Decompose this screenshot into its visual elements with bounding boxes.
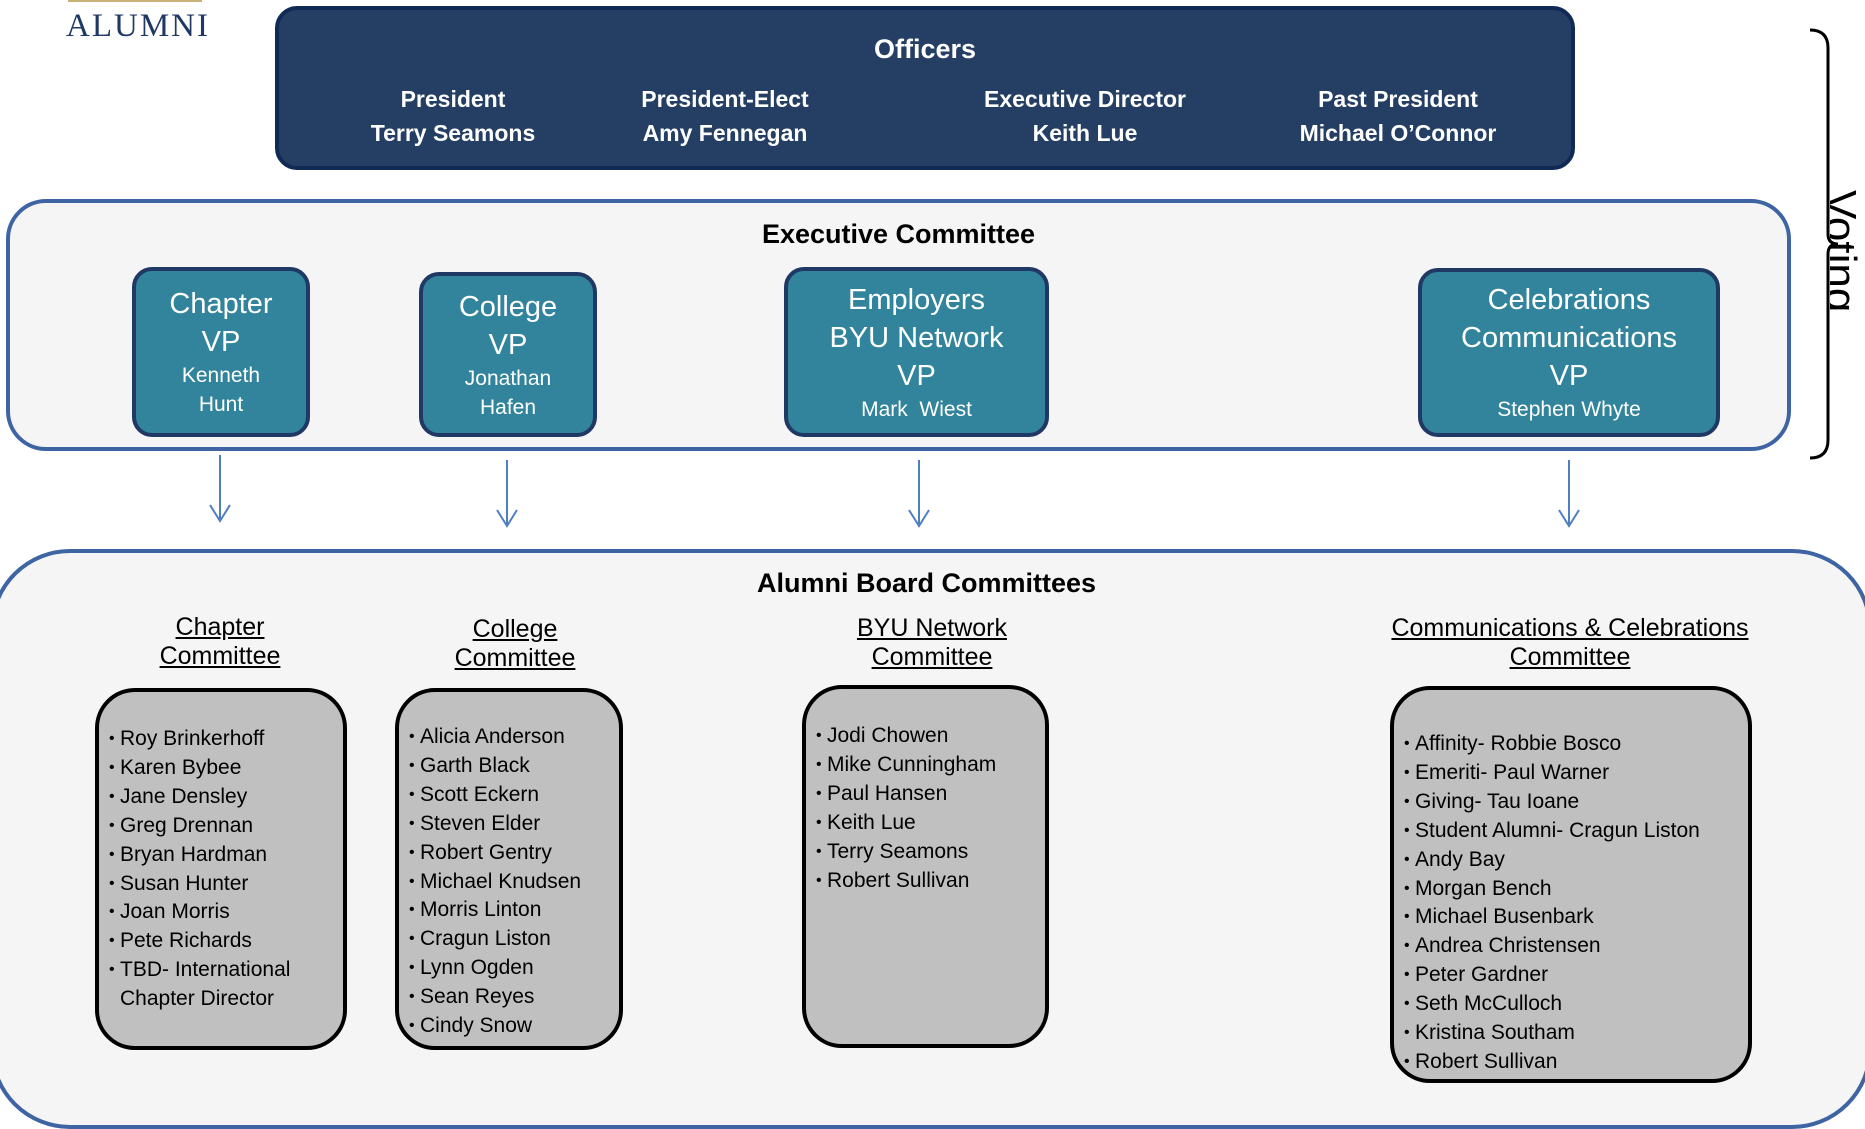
list-item: Greg Drennan (109, 812, 320, 841)
vp-card-celebrations: Celebrations Communications VP Stephen W… (1418, 268, 1720, 437)
list-item: Robert Sullivan (1404, 1048, 1700, 1077)
officer-name: Keith Lue (1032, 120, 1138, 146)
list-item: Peter Gardner (1404, 961, 1700, 990)
vp-title: VP (201, 326, 241, 358)
list-item: Jodi Chowen (816, 722, 996, 751)
vp-card-college: College VP Jonathan Hafen (419, 272, 597, 437)
officer-role: Past President (1318, 86, 1478, 112)
voting-label: Voting (1830, 190, 1865, 310)
list-item: Keith Lue (816, 809, 996, 838)
list-item: Emeriti- Paul Warner (1404, 759, 1700, 788)
officer-president: President Terry Seamons (323, 82, 583, 150)
officer-name: Amy Fennegan (642, 120, 808, 146)
committee-heading-byu-network: BYU Network Committee (832, 614, 1032, 672)
committee-heading-line: Committee (159, 642, 281, 670)
committee-heading-chapter: Chapter Committee (120, 613, 320, 671)
committee-heading-communications: Communications & Celebrations Committee (1370, 614, 1770, 672)
officer-president-elect: President-Elect Amy Fennegan (595, 82, 855, 150)
list-item: Giving- Tau Ioane (1404, 788, 1700, 817)
vp-title: VP (897, 359, 936, 392)
list-item: Joan Morris (109, 898, 320, 927)
vp-name: Hafen (479, 395, 537, 419)
vp-title: College (458, 290, 558, 323)
list-item: Jane Densley (109, 783, 320, 812)
committee-members-college: Alicia Anderson Garth Black Scott Eckern… (395, 688, 623, 1050)
list-item: Morgan Bench (1404, 875, 1700, 904)
committee-heading-line: BYU Network (856, 614, 1008, 642)
list-item: Paul Hansen (816, 780, 996, 809)
officer-name: Michael O’Connor (1299, 120, 1497, 146)
list-item: Karen Bybee (109, 754, 320, 783)
officer-past-president: Past President Michael O’Connor (1268, 82, 1528, 150)
committee-heading-college: College Committee (415, 615, 615, 673)
vp-card-employers: Employers BYU Network VP Mark Wiest (784, 267, 1049, 437)
vp-title: BYU Network (829, 321, 1004, 354)
list-item: Susan Hunter (109, 870, 320, 899)
list-item: Scott Eckern (409, 781, 581, 810)
voting-label-clip: Voting (1830, 150, 1865, 310)
committee-heading-line: Chapter (175, 613, 265, 641)
vp-name: Mark Wiest (861, 397, 972, 421)
vp-title: VP (488, 328, 528, 361)
vp-title: Celebrations (1487, 284, 1651, 316)
down-arrow-network (908, 460, 930, 528)
list-item: TBD- International Chapter Director (109, 956, 320, 1014)
officer-name: Terry Seamons (370, 120, 536, 146)
list-item: Robert Sullivan (816, 867, 996, 896)
down-arrow-chapter (209, 455, 231, 523)
committee-heading-line: Committee (454, 644, 576, 672)
list-item: Terry Seamons (816, 838, 996, 867)
list-item: Cragun Liston (409, 925, 581, 954)
vp-title: Chapter (169, 288, 273, 320)
committee-heading-line: College (472, 615, 558, 643)
vp-name: Kenneth (181, 364, 261, 387)
list-item: Michael Busenbark (1404, 903, 1700, 932)
list-item: Andy Bay (1404, 846, 1700, 875)
list-item: Bryan Hardman (109, 841, 320, 870)
executive-committee-title: Executive Committee (761, 219, 1036, 249)
list-item: Kristina Southam (1404, 1019, 1700, 1048)
list-item: Roy Brinkerhoff (109, 725, 320, 754)
vp-name: Stephen Whyte (1497, 398, 1641, 421)
list-item: Morris Linton (409, 896, 581, 925)
officer-role: President-Elect (641, 86, 809, 112)
list-item: Student Alumni- Cragun Liston (1404, 817, 1700, 846)
list-item: Cindy Snow (409, 1012, 581, 1041)
list-item: Michael Knudsen (409, 868, 581, 897)
list-item: Robert Gentry (409, 839, 581, 868)
committee-members-communications: Affinity- Robbie Bosco Emeriti- Paul War… (1390, 686, 1752, 1083)
voting-bracket (1809, 28, 1838, 460)
officer-executive-director: Executive Director Keith Lue (955, 82, 1215, 150)
officers-box: Officers President Terry Seamons Preside… (275, 6, 1575, 170)
list-item: Mike Cunningham (816, 751, 996, 780)
list-item: Andrea Christensen (1404, 932, 1700, 961)
officer-role: President (400, 86, 506, 112)
officer-role: Executive Director (984, 86, 1186, 112)
list-item: Affinity- Robbie Bosco (1404, 730, 1700, 759)
committee-heading-line: Committee (871, 643, 993, 671)
committee-heading-line: Communications & Celebrations (1391, 614, 1749, 642)
alumni-logo: ALUMNI (66, 8, 210, 44)
officers-title: Officers (873, 34, 977, 64)
vp-title: Communications (1461, 322, 1677, 354)
logo-rule (68, 0, 202, 2)
down-arrow-celebrations (1558, 460, 1580, 528)
vp-title: VP (1549, 360, 1589, 392)
down-arrow-college (496, 460, 518, 528)
vp-name: Hunt (198, 393, 244, 416)
list-item: Pete Richards (109, 927, 320, 956)
board-committees-title: Alumni Board Committees (756, 568, 1097, 598)
vp-name: Jonathan (464, 366, 552, 390)
vp-title: Employers (848, 283, 985, 316)
list-item: Sean Reyes (409, 983, 581, 1012)
list-item: Steven Elder (409, 810, 581, 839)
committee-members-chapter: Roy Brinkerhoff Karen Bybee Jane Densley… (95, 688, 347, 1050)
list-item: Alicia Anderson (409, 723, 581, 752)
committee-members-byu-network: Jodi Chowen Mike Cunningham Paul Hansen … (802, 685, 1049, 1048)
list-item: Lynn Ogden (409, 954, 581, 983)
vp-card-chapter: Chapter VP Kenneth Hunt (132, 267, 310, 437)
list-item: Seth McCulloch (1404, 990, 1700, 1019)
list-item: Garth Black (409, 752, 581, 781)
committee-heading-line: Committee (1509, 643, 1631, 671)
